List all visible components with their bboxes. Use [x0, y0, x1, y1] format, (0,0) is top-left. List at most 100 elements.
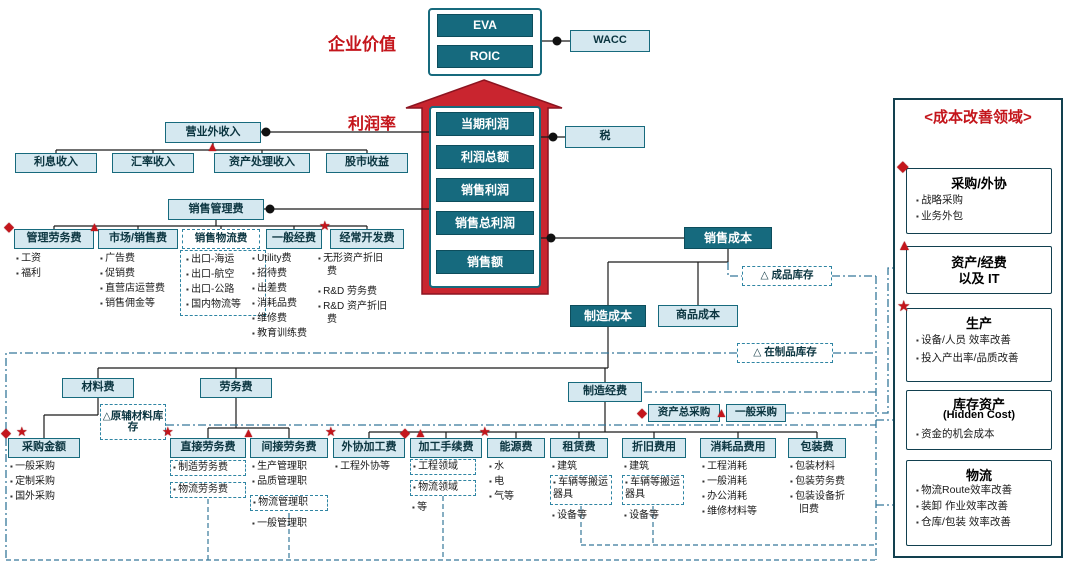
direct-labor-box: 直接劳务费	[170, 438, 246, 458]
vehicles-handling-item: 车辆等搬运器具	[550, 475, 612, 505]
section-title-line2: 以及 IT	[958, 271, 1000, 286]
current-profit-box: 当期利润	[436, 112, 534, 136]
improvement-panel-header: <成本改善领域>	[924, 109, 1032, 126]
asset-expense-section	[906, 246, 1052, 294]
triangle-icon: ▲	[206, 139, 219, 154]
bullet-item: 教育训练费	[252, 328, 333, 341]
bullet-item: 投入产出率/品质改善	[916, 352, 1057, 365]
fx-income-box: 汇率收入	[112, 153, 194, 173]
bullet-item: 一般管理职	[252, 518, 337, 531]
indirect-labor-box: 间接劳务费	[250, 438, 328, 458]
section-subtitle: (Hidden Cost)	[942, 409, 1016, 421]
bullet-item: 无形资产折旧费	[318, 253, 389, 278]
star-icon: ★	[479, 424, 491, 439]
process-domain-item: 工程领域	[410, 459, 476, 475]
non-operating-income-box: 营业外收入	[165, 122, 261, 143]
star-icon: ★	[319, 218, 331, 233]
depreciation-box: 折旧费用	[622, 438, 686, 458]
star-icon: ★	[16, 424, 28, 439]
bullet-item: 装卸 作业效率改善	[916, 500, 1057, 513]
bullet-item: 资金的机会成本	[916, 428, 1057, 441]
finished-goods-inventory-box: △ 成品库存	[742, 266, 832, 286]
bullet-item: 国内物流等	[186, 299, 271, 312]
triangle-icon: ▲	[88, 219, 101, 234]
rent-box: 租赁费	[550, 438, 608, 458]
bullet-item: 定制采购	[10, 476, 89, 489]
bullet-item: 维修费	[252, 313, 333, 326]
bullet-item: 包装劳务费	[790, 476, 865, 489]
materials-box: 材料费	[62, 378, 134, 398]
bullet-item: 等	[412, 502, 471, 515]
roic-box: ROIC	[437, 45, 533, 68]
bullet-item: 业务外包	[916, 210, 1055, 223]
section-title: 库存资产	[952, 397, 1005, 412]
bullet-item: 出差费	[252, 283, 333, 296]
asset-purchase-box: 资产总采购	[648, 404, 720, 422]
purchase-amount-box: 采购金额	[8, 438, 80, 458]
section-title: 生产	[965, 316, 992, 331]
bullet-item: 销售佣金等	[100, 298, 189, 311]
tax-box: 税	[565, 126, 645, 148]
asset-disposal-income-box: 资产处理收入	[214, 153, 310, 173]
processing-fee-box: 加工手续费	[410, 438, 482, 458]
bullet-item: 建筑	[624, 461, 691, 474]
raw-material-inventory-box: △原辅材料库存	[100, 404, 166, 440]
triangle-icon: ▲	[715, 405, 728, 420]
bullet-item: 出口-海运	[186, 254, 271, 267]
bullet-item: 一般采购	[10, 461, 89, 474]
bullet-item: Utility费	[252, 253, 333, 266]
bullet-item: 生产管理职	[252, 461, 337, 474]
rd-expense-box: 经常开发费	[330, 229, 404, 249]
packaging-box: 包装费	[788, 438, 846, 458]
bullet-item: 物流Route效率改善	[916, 484, 1057, 497]
marketing-sales-box: 市场/销售费	[98, 229, 178, 249]
bullet-item: 消耗品费	[252, 298, 333, 311]
sales-amount-box: 销售额	[436, 250, 534, 274]
sales-cost-box: 销售成本	[684, 227, 772, 249]
eva-box: EVA	[437, 14, 533, 37]
sga-box: 销售管理费	[168, 199, 264, 220]
diamond-icon: ◆	[4, 219, 14, 234]
mfg-overhead-box: 制造经费	[568, 382, 642, 402]
vehicles-handling-item: 车辆等搬运器具	[622, 475, 684, 505]
star-icon: ★	[897, 298, 911, 315]
bullet-item: 电	[489, 476, 548, 489]
star-icon: ★	[325, 424, 337, 439]
bullet-item: 直营店运营费	[100, 283, 189, 296]
bullet-item: 一般消耗	[702, 476, 785, 489]
wip-inventory-box: △ 在制品库存	[737, 343, 833, 363]
wacc-box: WACC	[570, 30, 650, 52]
bullet-item: 工程外协等	[335, 461, 396, 474]
manufacturing-cost-box: 制造成本	[570, 305, 646, 327]
bullet-item: 促销费	[100, 268, 189, 281]
bullet-item: 出口-航空	[186, 269, 271, 282]
sales-profit-box: 销售利润	[436, 178, 534, 202]
triangle-icon: ▲	[242, 425, 255, 440]
triangle-icon: ▲	[897, 237, 912, 254]
diamond-icon: ◆	[400, 425, 410, 440]
stock-income-box: 股市收益	[326, 153, 408, 173]
diamond-icon: ◆	[897, 158, 909, 175]
bullet-item: 建筑	[552, 461, 615, 474]
junction-dots	[261, 36, 562, 243]
logistics-labor-item: 物流劳务费	[170, 482, 246, 498]
triangle-icon: ▲	[414, 425, 427, 440]
bullet-item: 水	[489, 461, 548, 474]
bullet-item: 工资	[16, 253, 101, 266]
bullet-item: 广告费	[100, 253, 189, 266]
bullet-item: 气等	[489, 491, 548, 504]
sales-logistics-box: 销售物流费	[182, 229, 260, 249]
section-title: 资产/经费	[951, 255, 1007, 270]
section-title: 采购/外协	[951, 176, 1007, 191]
logistics-mgmt-item: 物流管理职	[250, 495, 328, 511]
profit-rate-label: 利润率	[348, 116, 397, 133]
general-purchase-box: 一般采购	[726, 404, 786, 422]
bullet-item: 福利	[16, 268, 101, 281]
bullet-item: 包装设备折旧费	[790, 491, 855, 516]
logistics-domain-item: 物流领域	[410, 480, 476, 496]
bullet-item: 战略采购	[916, 194, 1055, 207]
admin-labor-box: 管理劳务费	[14, 229, 94, 249]
mfg-labor-item: 制造劳务费	[170, 460, 246, 476]
labor-box: 劳务费	[200, 378, 272, 398]
bullet-item: 包装材料	[790, 461, 865, 474]
